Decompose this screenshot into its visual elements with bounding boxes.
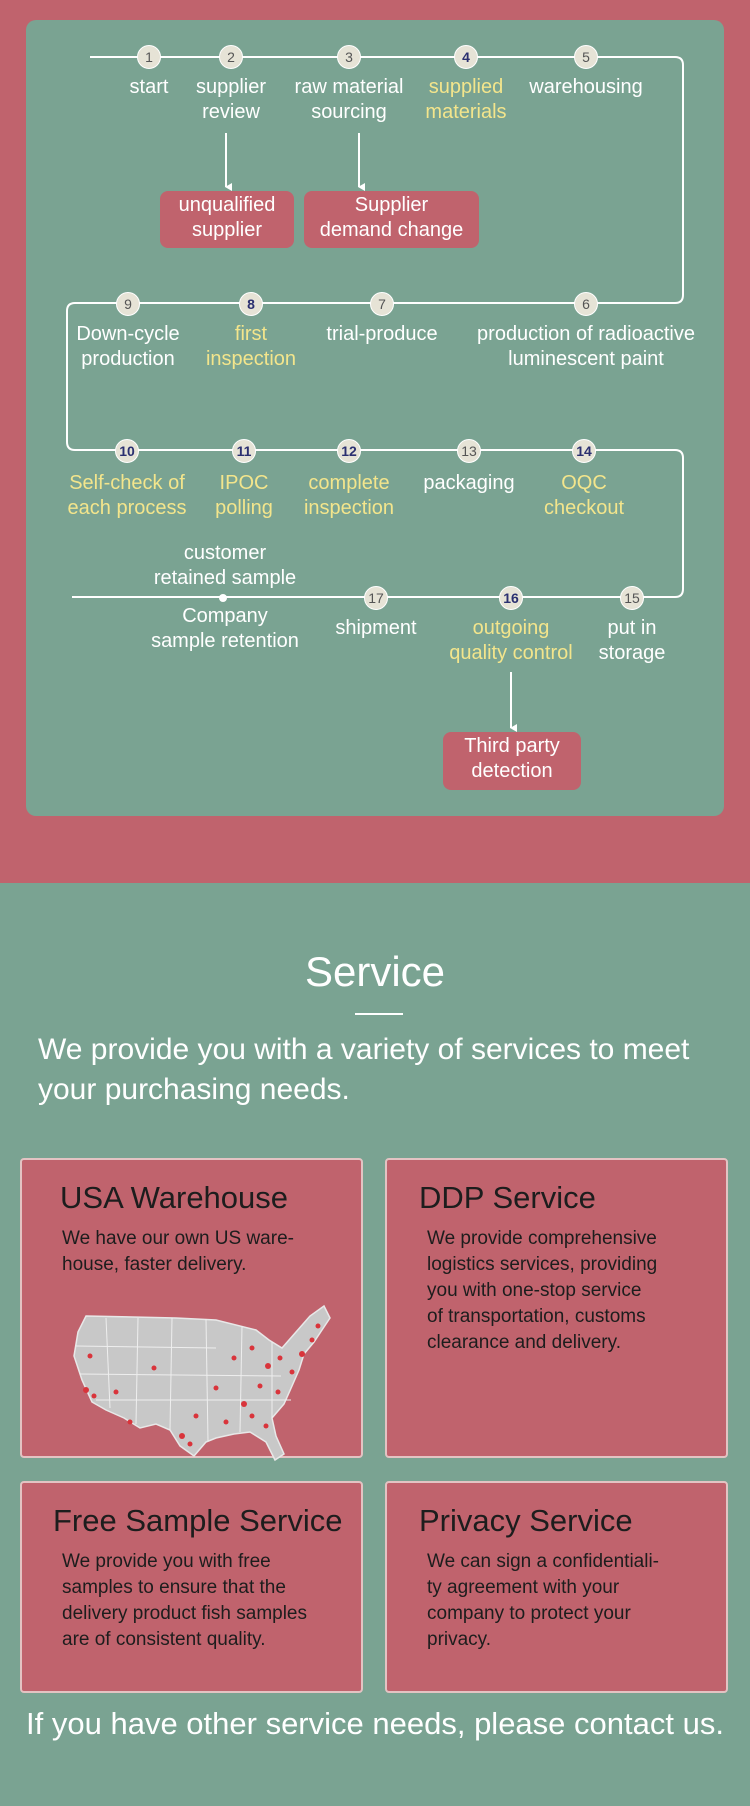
step-node-9: 9 [116,292,140,316]
step-label-luminescent-paint: production of radioactive luminescent pa… [477,323,695,370]
step-label-raw-material: raw material sourcing [294,76,404,123]
step-node-2: 2 [219,45,243,69]
step-label-supplied-materials: supplied materials [425,76,507,123]
step-node-11: 11 [232,439,256,463]
step-label-start: start [129,76,169,98]
card-text-free-sample: We provide you with free samples to ensu… [62,1551,307,1650]
step-node-8: 8 [239,292,263,316]
sample-label-company-retention: Company sample retention [151,605,299,652]
step-node-7: 7 [370,292,394,316]
card-privacy-service: Privacy Service We can sign a confidenti… [385,1481,728,1693]
contact-footer: If you have other service needs, please … [26,1706,724,1741]
step-label-supplier-review: supplier review [195,76,267,123]
step-node-5: 5 [574,45,598,69]
flow-row-1-line [66,56,684,598]
card-text-privacy-service: We can sign a confidentiali- ty agreemen… [427,1551,659,1650]
step-label-complete-inspection: complete inspection [303,472,395,519]
step-node-3: 3 [337,45,361,69]
card-usa-warehouse: USA Warehouse We have our own US ware- h… [20,1158,363,1462]
step-label-self-check: Self-check of each process [67,472,187,519]
card-text-ddp-service: We provide comprehensive logistics servi… [427,1228,658,1353]
step-label-trial-produce: trial-produce [326,323,438,345]
step-node-16: 16 [499,586,523,610]
branch-third-party-detection: Third party detection [443,732,581,790]
step-label-down-cycle: Down-cycle production [76,323,180,370]
step-label-packaging: packaging [423,472,515,494]
card-ddp-service: DDP Service We provide comprehensive log… [385,1158,728,1458]
sample-retention-dot [219,594,227,602]
sample-label-customer-retained: customer retained sample [153,542,297,589]
step-node-6: 6 [574,292,598,316]
step-node-10: 10 [115,439,139,463]
step-node-1: 1 [137,45,161,69]
step-label-shipment: shipment [335,617,417,639]
process-flow-lines [66,56,684,732]
title-divider [355,1013,403,1015]
step-node-4: 4 [454,45,478,69]
service-intro: We provide you with a variety of service… [38,1033,690,1106]
step-node-15: 15 [620,586,644,610]
step-label-ipoc-polling: IPOC polling [215,472,273,519]
step-label-put-in-storage: put in storage [598,617,666,664]
card-title-usa-warehouse: USA Warehouse [60,1180,289,1215]
step-label-oqc-checkout: OQC checkout [543,472,625,519]
branch-unqualified-supplier: unqualified supplier [160,191,294,248]
card-title-privacy-service: Privacy Service [419,1503,633,1538]
step-node-17: 17 [364,586,388,610]
step-label-first-inspection: first inspection [205,323,297,370]
usa-map-icon [73,1304,331,1462]
card-free-sample: Free Sample Service We provide you with … [20,1481,363,1693]
step-label-outgoing-qc: outgoing quality control [449,617,573,664]
card-title-free-sample: Free Sample Service [53,1503,343,1538]
step-node-14: 14 [572,439,596,463]
step-node-12: 12 [337,439,361,463]
card-text-usa-warehouse: We have our own US ware- house, faster d… [62,1228,294,1275]
branch-supplier-demand-change: Supplier demand change [304,191,479,248]
process-flow-panel [26,20,724,816]
card-title-ddp-service: DDP Service [419,1180,596,1215]
service-title: Service [304,948,446,995]
step-label-warehousing: warehousing [529,76,643,98]
step-node-13: 13 [457,439,481,463]
